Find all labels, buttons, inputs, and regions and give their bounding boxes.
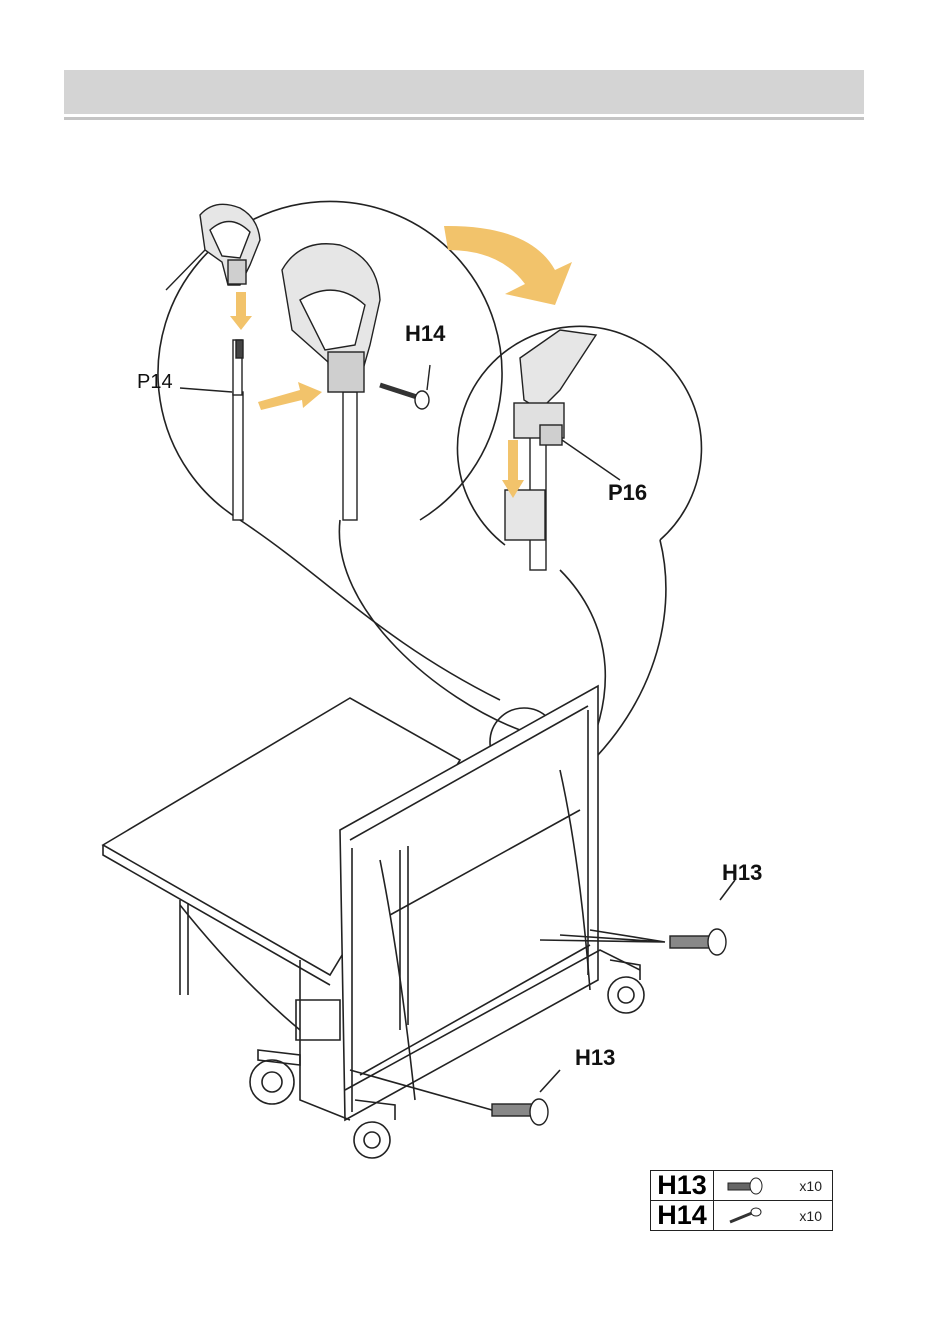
table-row: H14 x10 (651, 1201, 833, 1231)
part-quantity: x10 (799, 1178, 822, 1194)
table-row: H13 x10 (651, 1171, 833, 1201)
part-code: H14 (651, 1201, 714, 1231)
part-quantity: x10 (799, 1208, 822, 1224)
clip-detail (505, 330, 620, 570)
connector-line-2 (339, 520, 520, 730)
part-code: H13 (651, 1171, 714, 1201)
parts-table: H13 x10 H14 x10 (650, 1170, 833, 1231)
label-h13-right: H13 (722, 860, 762, 885)
label-p14: P14 (137, 371, 173, 393)
net-post-detail (166, 204, 430, 520)
bolt-icon (670, 936, 710, 948)
label-h14: H14 (405, 321, 446, 346)
bolt-head-icon (530, 1099, 548, 1125)
right-arrow-icon (258, 382, 322, 410)
label-p16: P16 (608, 480, 647, 505)
bolt-icon (726, 1177, 766, 1195)
bolt-head-icon (708, 929, 726, 955)
down-arrow-icon-1 (230, 292, 252, 330)
screw-icon (726, 1207, 766, 1225)
part-picture: x10 (714, 1171, 833, 1201)
bolt-icon (492, 1104, 532, 1116)
connector-line-1 (240, 520, 500, 700)
table-drawing (103, 686, 735, 1158)
part-picture: x10 (714, 1201, 833, 1231)
down-arrow-icon-2 (502, 440, 524, 498)
label-h13-bottom: H13 (575, 1045, 615, 1070)
